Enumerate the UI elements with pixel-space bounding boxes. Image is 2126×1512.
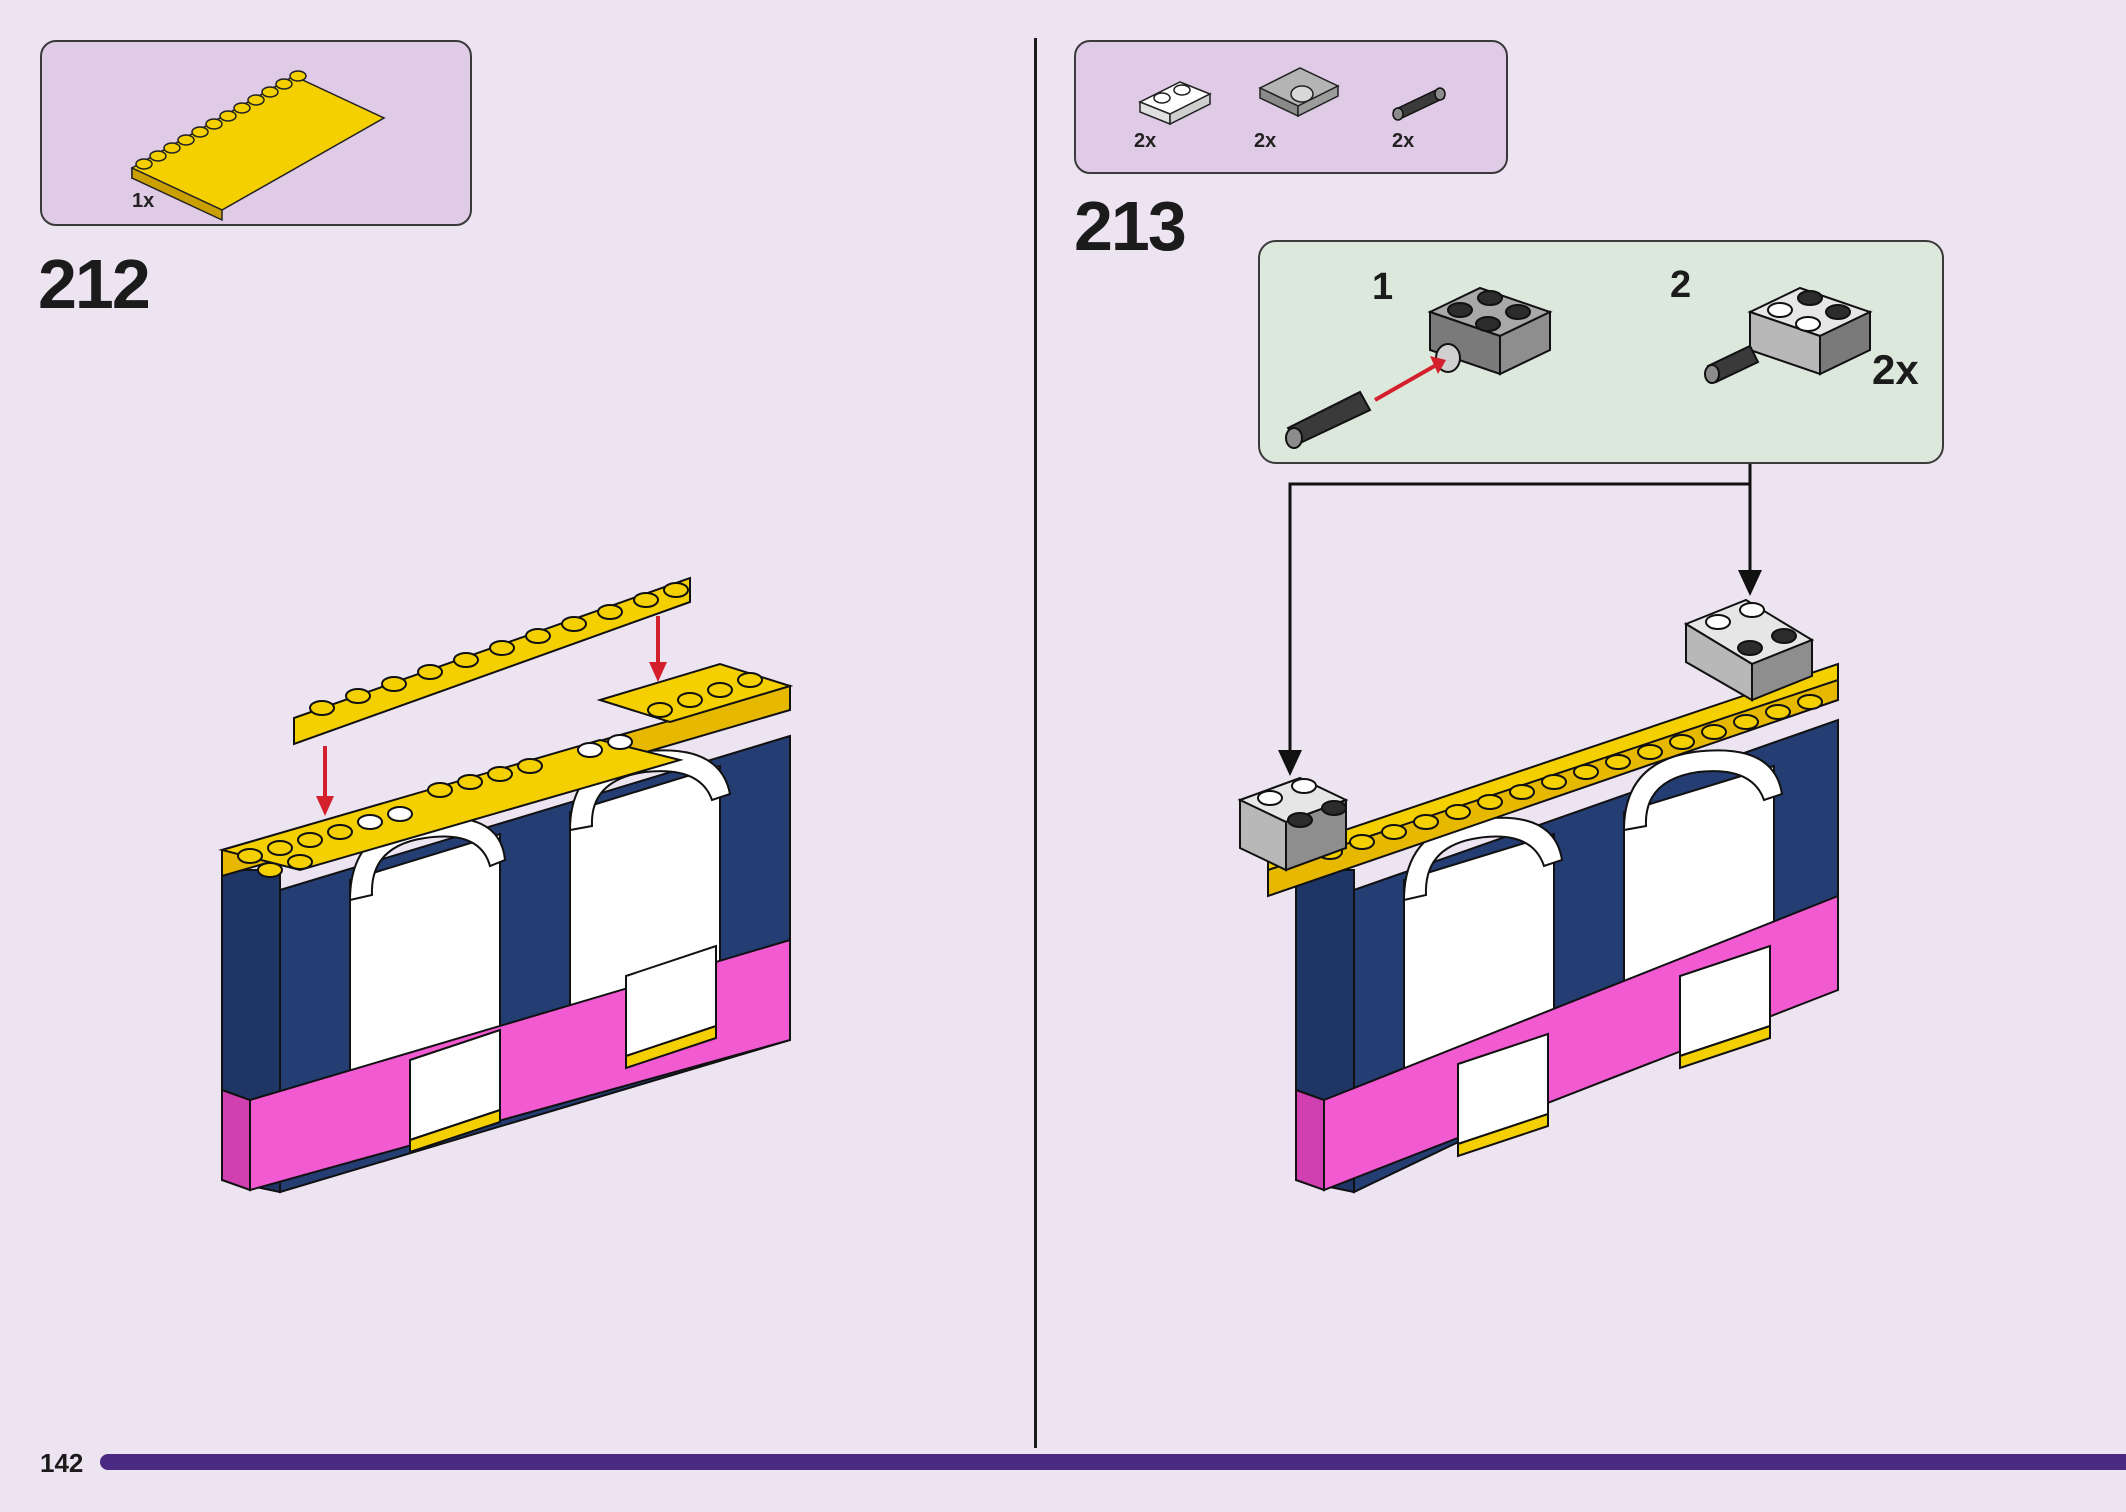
step-212-model-illustration — [218, 576, 794, 1194]
part-count-white-plate: 2x — [1134, 130, 1157, 152]
step-213-model-illustration — [1237, 464, 1839, 1194]
sub-assembly-callout: 1 2 2x — [1258, 240, 1944, 464]
sub-assembly-multiplier: 2x — [1872, 346, 1919, 393]
page-number: 142 — [40, 1448, 84, 1478]
step-number-213: 213 — [1074, 187, 1187, 265]
part-count-black-pin: 2x — [1392, 130, 1415, 152]
page-progress-bar — [100, 1454, 2126, 1470]
white-plate-1x2-icon — [1138, 81, 1212, 126]
sub-step-1-label: 1 — [1372, 266, 1394, 308]
black-pin-icon — [1392, 87, 1446, 121]
parts-callout-213: 2x 2x 2x — [1074, 40, 1508, 174]
part-count-yellow-plate: 1x — [132, 190, 155, 212]
step-number-212: 212 — [38, 245, 151, 323]
sub-step-2-illustration — [1704, 286, 1873, 384]
sub-step-2-label: 2 — [1670, 264, 1692, 306]
grey-plate-with-pin-hole-icon — [1258, 67, 1340, 118]
yellow-plate-1x12-icon — [130, 70, 386, 222]
part-count-grey-plate: 2x — [1254, 130, 1277, 152]
sub-step-1-illustration — [1285, 286, 1553, 449]
parts-callout-212: 1x — [40, 40, 472, 226]
page-divider — [1034, 38, 1037, 1448]
